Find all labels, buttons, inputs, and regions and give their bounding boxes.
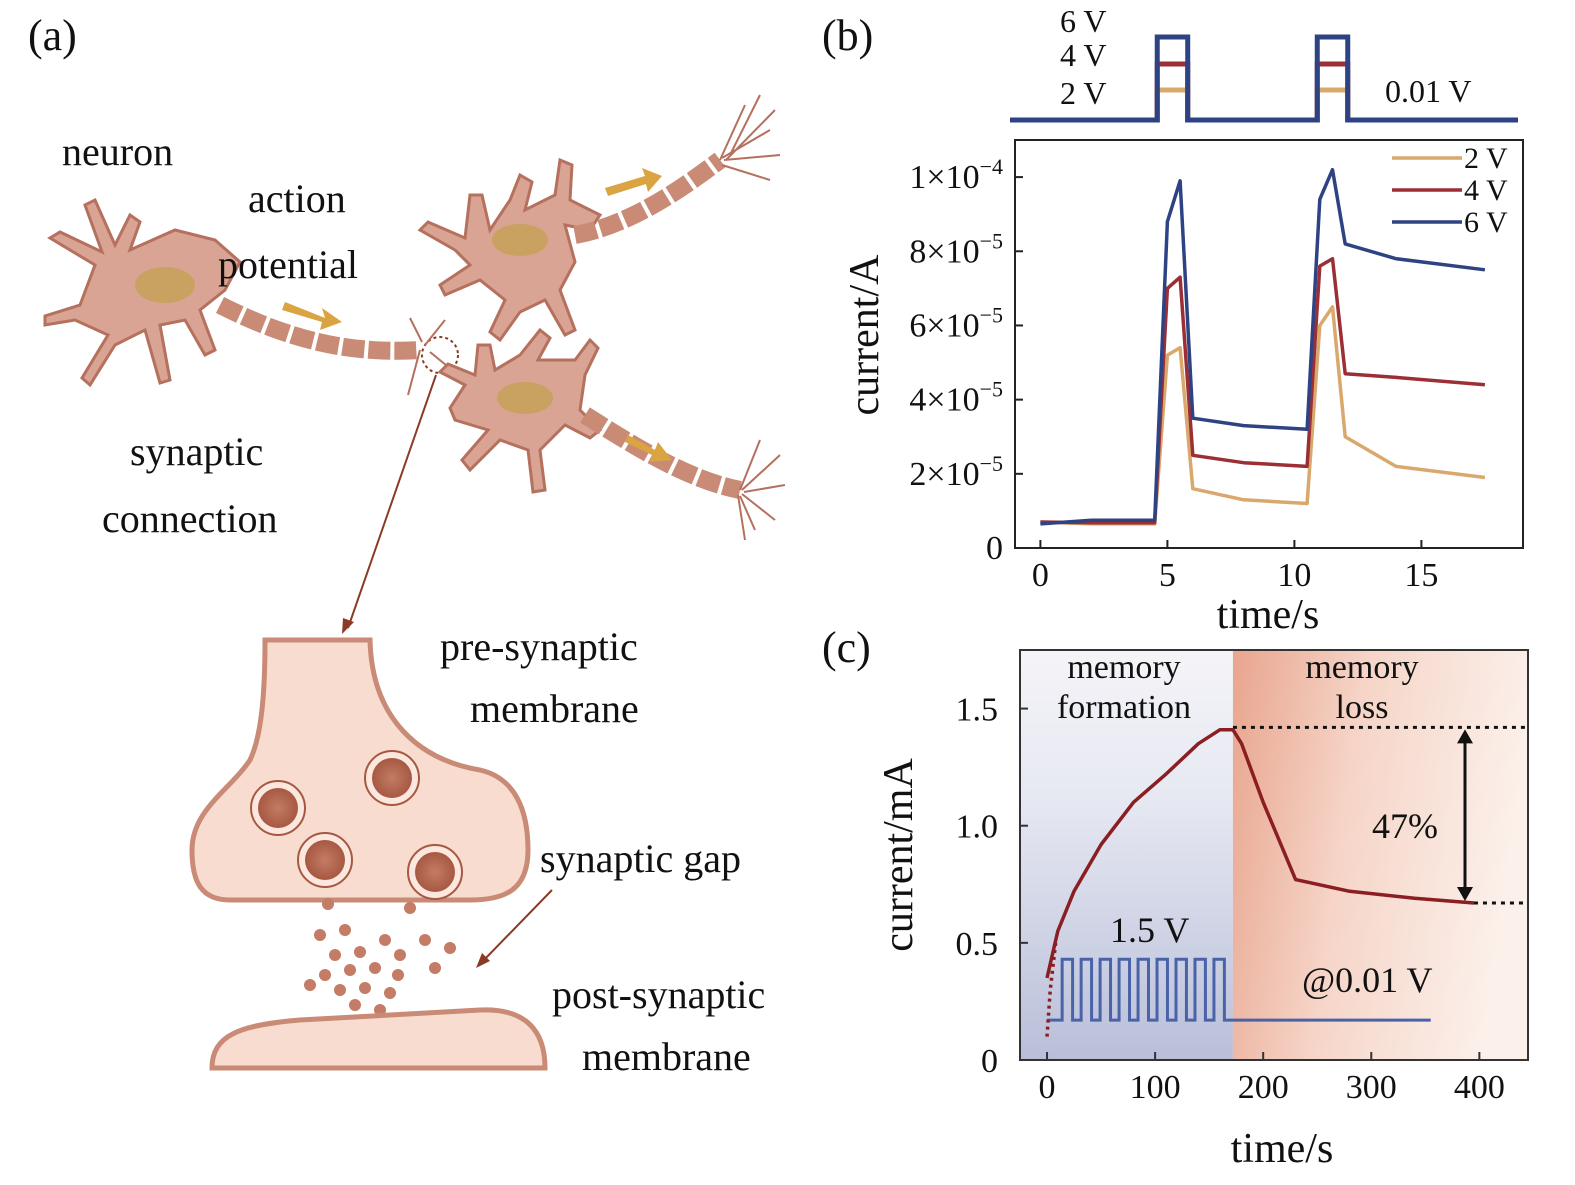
plot-c-ylabel: current/mA — [876, 758, 922, 952]
plot-c-annotations — [1232, 725, 1528, 905]
memory-formation-label-1: memory — [1067, 649, 1180, 686]
pulse-2v-label: 2 V — [1060, 75, 1107, 111]
panel-b-label: (b) — [822, 11, 873, 60]
zoom-pointer — [347, 374, 437, 629]
synaptic-connection-label-2: connection — [102, 496, 278, 541]
synaptic-gap-label: synaptic gap — [540, 836, 741, 881]
x-tick-label: 200 — [1238, 1069, 1289, 1106]
nucleus-2 — [492, 224, 548, 256]
panel-a-label: (a) — [28, 11, 77, 60]
pulse-waveform — [1010, 34, 1518, 123]
y-tick-label: 2×10−5 — [909, 451, 1003, 493]
action-potential-label-2: potential — [218, 242, 358, 287]
dendrite-terminal-2 — [719, 94, 781, 181]
y-tick-label: 1×10−4 — [909, 154, 1003, 196]
vesicle — [407, 844, 463, 900]
panel-c-label: (c) — [822, 623, 871, 672]
vesicle — [297, 832, 353, 888]
plot-b-ticks: 0 2×10−5 4×10−5 6×10−5 8×10−5 1×10−4 0 5 10 15 — [909, 154, 1438, 594]
plot-b-xlabel: time/s — [1217, 592, 1320, 638]
pulse-train — [1047, 957, 1431, 1022]
plot-c-ticks: 0 0.5 1.0 1.5 0 100 200 300 400 — [956, 692, 1505, 1106]
plot-b-series — [1040, 167, 1486, 526]
plot-c-frame — [1019, 649, 1529, 1061]
plot-b-legend: 2 V4 V6 V — [1392, 142, 1508, 239]
y-tick-label: 0.5 — [956, 926, 999, 963]
neuron-label: neuron — [62, 129, 173, 174]
signal-arrow-2 — [605, 168, 662, 196]
axon-2 — [573, 152, 726, 244]
axon-1 — [215, 296, 421, 360]
y-tick-label: 6×10−5 — [909, 302, 1003, 344]
y-tick-label: 0 — [981, 1043, 998, 1080]
neuron-cell-2 — [417, 157, 603, 343]
memory-formation-region — [1020, 650, 1233, 1060]
x-tick-label: 0 — [1039, 1069, 1056, 1106]
write-pulse-label: 1.5 V — [1110, 910, 1189, 950]
memory-loss-label-2: loss — [1336, 689, 1389, 726]
current-curve — [1045, 727, 1475, 979]
panel-c: (c) 0 0.5 1.0 1.5 0 100 200 300 400 memory forma… — [822, 623, 1529, 1172]
synapse-circle — [421, 336, 459, 374]
vesicle — [250, 780, 306, 836]
legend-label: 2 V — [1464, 142, 1508, 175]
x-tick-label: 10 — [1277, 557, 1311, 594]
action-potential-label-1: action — [248, 176, 346, 221]
legend-label: 6 V — [1464, 206, 1508, 239]
post-synaptic-membrane — [209, 1007, 548, 1071]
arrow-head-down — [1457, 887, 1473, 902]
dendrite-terminal-3 — [737, 439, 786, 541]
legend-label: 4 V — [1464, 174, 1508, 207]
plot-c-series — [1045, 727, 1475, 1037]
signal-arrow-1 — [282, 302, 342, 330]
y-tick-label: 0 — [986, 530, 1003, 567]
gap-pointer — [481, 889, 553, 963]
panel-b: (b) 6 V 4 V 2 V 0.01 V 0 2×10−5 4×10−5 6×10… — [822, 3, 1524, 638]
plot-c-xlabel: time/s — [1231, 1126, 1334, 1172]
arrow-head-up — [1457, 729, 1473, 744]
y-tick-label: 8×10−5 — [909, 228, 1003, 270]
y-tick-label: 1.0 — [956, 809, 999, 846]
pulse-4v-label: 4 V — [1060, 37, 1107, 73]
neuron-cell-3 — [437, 327, 603, 494]
vesicle — [364, 750, 420, 806]
x-tick-label: 300 — [1346, 1069, 1397, 1106]
axon-3 — [580, 407, 742, 499]
synaptic-connection-label-1: synaptic — [130, 429, 263, 474]
x-tick-label: 0 — [1032, 557, 1049, 594]
x-tick-label: 15 — [1404, 557, 1438, 594]
y-tick-label: 1.5 — [956, 692, 999, 729]
memory-loss-label-1: memory — [1305, 649, 1418, 686]
nucleus-3 — [497, 382, 553, 414]
x-tick-label: 100 — [1130, 1069, 1181, 1106]
read-voltage-label: @0.01 V — [1302, 960, 1433, 1000]
series-line-6v — [1040, 167, 1486, 526]
series-line-2v — [1040, 305, 1486, 526]
panel-a: (a) neuron action potentia — [28, 11, 786, 1079]
retention-percent-label: 47% — [1372, 806, 1438, 846]
vesicle-group — [250, 750, 463, 900]
post-synaptic-label-1: post-synaptic — [552, 972, 765, 1017]
memory-formation-label-2: formation — [1057, 689, 1191, 726]
pre-synaptic-label-2: membrane — [470, 686, 639, 731]
pulse-base-label: 0.01 V — [1385, 73, 1472, 109]
current-lead-in — [1045, 942, 1058, 1037]
signal-arrow-3 — [625, 435, 672, 462]
memory-loss-region — [1232, 650, 1528, 1060]
plot-b-frame — [1014, 139, 1524, 549]
x-tick-label: 5 — [1159, 557, 1176, 594]
pulse-waveforms — [1010, 34, 1518, 123]
pre-synaptic-label-1: pre-synaptic — [440, 624, 638, 669]
pre-synaptic-terminal — [189, 637, 531, 903]
series-line-4v — [1040, 256, 1486, 525]
plot-b-ylabel: current/A — [842, 254, 888, 416]
x-tick-label: 400 — [1454, 1069, 1505, 1106]
post-synaptic-label-2: membrane — [582, 1034, 751, 1079]
y-tick-label: 4×10−5 — [909, 377, 1003, 419]
nucleus-1 — [135, 267, 195, 303]
neuron-cell-1 — [43, 197, 242, 388]
pulse-6v-label: 6 V — [1060, 3, 1107, 39]
